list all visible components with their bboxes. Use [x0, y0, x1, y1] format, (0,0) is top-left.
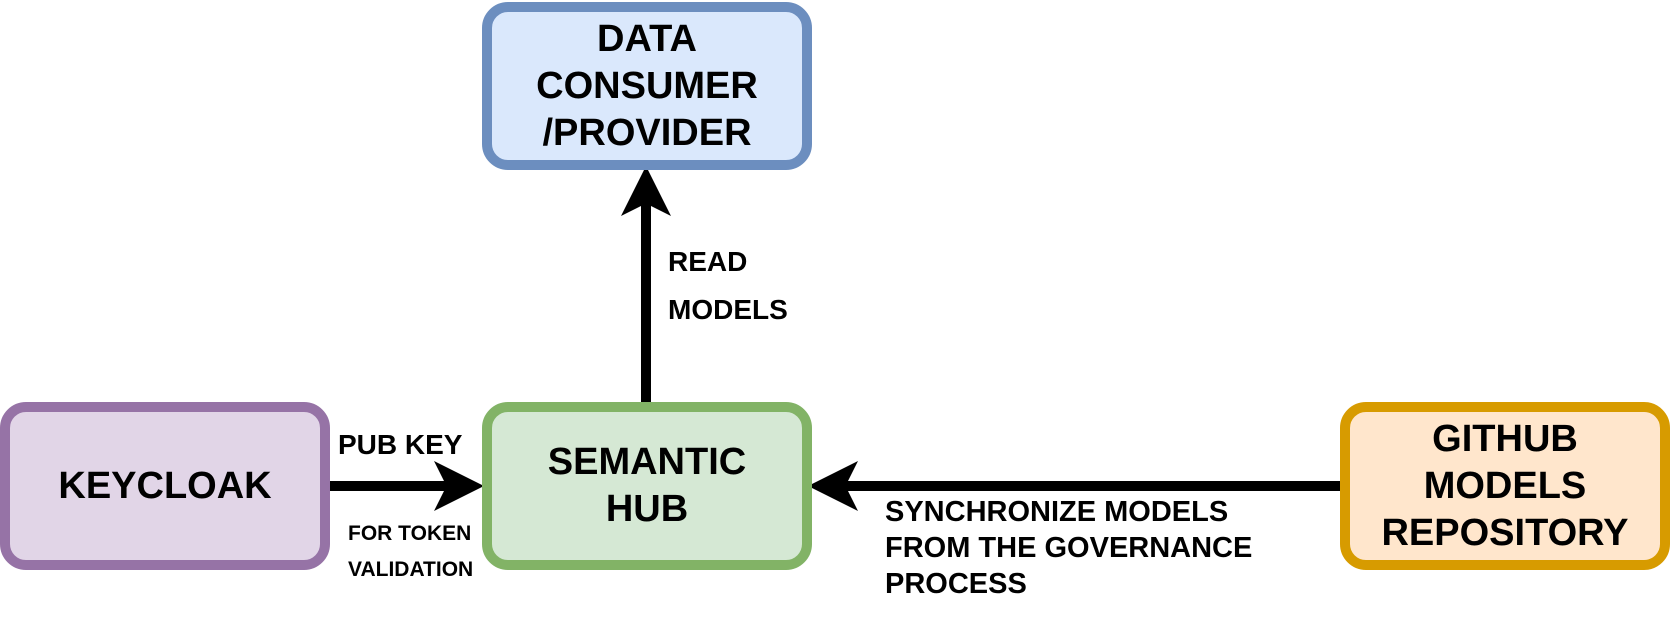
pub-key-edge-label: PUB KEY: [338, 428, 462, 462]
node-label-line: GITHUB: [1432, 417, 1578, 460]
edge-label-line: MODELS: [668, 294, 788, 325]
github-models-repository-node: GITHUB MODELS REPOSITORY: [1340, 402, 1670, 570]
keycloak-node: KEYCLOAK: [0, 402, 330, 570]
edge-label-line: PROCESS: [885, 568, 1027, 600]
synchronize-models-edge-label: SYNCHRONIZE MODELS FROM THE GOVERNANCE P…: [885, 494, 1252, 602]
node-label-line: KEYCLOAK: [58, 464, 272, 507]
node-label-line: HUB: [605, 488, 689, 530]
node-label-line: /PROVIDER: [542, 111, 752, 154]
node-label-line: MODELS: [1423, 464, 1587, 507]
edge-label-line: PUB KEY: [338, 429, 463, 460]
node-label-line: REPOSITORY: [1381, 511, 1629, 554]
edge-label-line: FOR TOKEN: [348, 522, 472, 545]
semantic-hub-node: SEMANTIC HUB: [482, 402, 812, 570]
node-label-line: DATA: [597, 17, 697, 60]
edge-label-line: VALIDATION: [348, 558, 474, 581]
node-label-line: SEMANTIC: [547, 441, 747, 483]
data-consumer-provider-node: DATA CONSUMER /PROVIDER: [482, 2, 812, 170]
edge-label-line: SYNCHRONIZE MODELS: [885, 496, 1229, 528]
token-validation-edge-label: FOR TOKEN VALIDATION: [348, 516, 473, 588]
read-models-edge-label: READ MODELS: [668, 238, 788, 334]
node-label-line: CONSUMER: [536, 64, 758, 107]
edge-label-line: READ: [668, 246, 748, 277]
edge-label-line: FROM THE GOVERNANCE: [885, 532, 1253, 564]
